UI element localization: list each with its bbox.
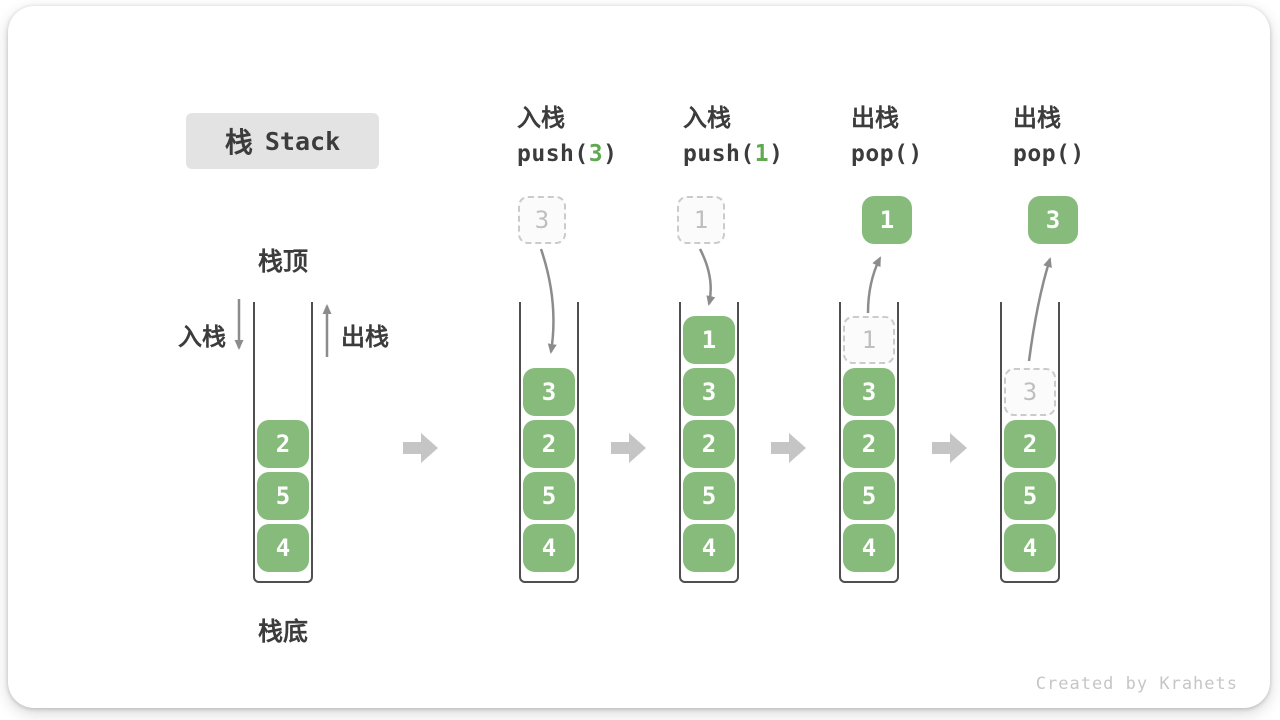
operation-label: 入栈 push(1) xyxy=(683,105,783,168)
push-side-label: 入栈 xyxy=(178,324,226,351)
popped-slot: 3 xyxy=(1004,368,1056,416)
title-latin: Stack xyxy=(264,126,341,156)
stack-block: 2 xyxy=(683,420,735,468)
code-prefix: pop( xyxy=(851,141,909,167)
popped-slot: 1 xyxy=(843,316,895,364)
stack-block: 2 xyxy=(843,420,895,468)
floating-block: 1 xyxy=(677,196,725,244)
stack-block: 4 xyxy=(523,524,575,572)
title-box: 栈 Stack xyxy=(186,113,379,169)
operation-name: 入栈 xyxy=(683,105,731,132)
operation-name: 入栈 xyxy=(517,105,565,132)
code-suffix: ) xyxy=(603,141,618,167)
title-cjk: 栈 xyxy=(224,127,253,158)
stack-block: 3 xyxy=(843,368,895,416)
stack-block: 4 xyxy=(1004,524,1056,572)
code-prefix: push( xyxy=(683,141,755,167)
stack-block: 2 xyxy=(523,420,575,468)
operation-name: 出栈 xyxy=(1013,105,1061,132)
stack-block: 4 xyxy=(843,524,895,572)
stack-block: 2 xyxy=(257,420,309,468)
stack-block: 3 xyxy=(683,368,735,416)
watermark: Created by Krahets xyxy=(1035,674,1238,694)
stack-block: 5 xyxy=(683,472,735,520)
code-suffix: ) xyxy=(908,141,923,167)
code-prefix: pop( xyxy=(1013,141,1071,167)
stack-block: 5 xyxy=(843,472,895,520)
stack-block: 4 xyxy=(257,524,309,572)
stack-top-label: 栈顶 xyxy=(257,248,308,276)
operation-code: push(1) xyxy=(683,141,783,167)
stack-block: 5 xyxy=(257,472,309,520)
stack-well-after-push-3 xyxy=(519,302,579,583)
floating-block: 3 xyxy=(1028,196,1078,244)
stack-bottom-label: 栈底 xyxy=(257,618,308,646)
code-suffix: ) xyxy=(769,141,784,167)
code-prefix: push( xyxy=(517,141,589,167)
stack-well-after-pop-1 xyxy=(839,302,899,583)
floating-block: 3 xyxy=(518,196,566,244)
stack-block: 5 xyxy=(1004,472,1056,520)
stack-block: 4 xyxy=(683,524,735,572)
operation-label: 入栈 push(3) xyxy=(517,105,617,168)
operation-label: 出栈 pop() xyxy=(1013,105,1085,168)
code-argument: 1 xyxy=(754,141,770,167)
code-suffix: ) xyxy=(1070,141,1085,167)
stack-block: 1 xyxy=(683,316,735,364)
stack-well-after-pop-3 xyxy=(1000,302,1060,583)
pop-side-label: 出栈 xyxy=(341,324,389,351)
operation-name: 出栈 xyxy=(851,105,899,132)
stack-block: 3 xyxy=(523,368,575,416)
code-argument: 3 xyxy=(588,141,604,167)
stack-well-after-push-1 xyxy=(679,302,739,583)
operation-code: pop() xyxy=(851,141,923,167)
stack-block: 5 xyxy=(523,472,575,520)
operation-code: pop() xyxy=(1013,141,1085,167)
stack-well-initial-stack xyxy=(253,302,313,583)
operation-code: push(3) xyxy=(517,141,617,167)
operation-label: 出栈 pop() xyxy=(851,105,923,168)
stack-block: 2 xyxy=(1004,420,1056,468)
floating-block: 1 xyxy=(862,196,912,244)
